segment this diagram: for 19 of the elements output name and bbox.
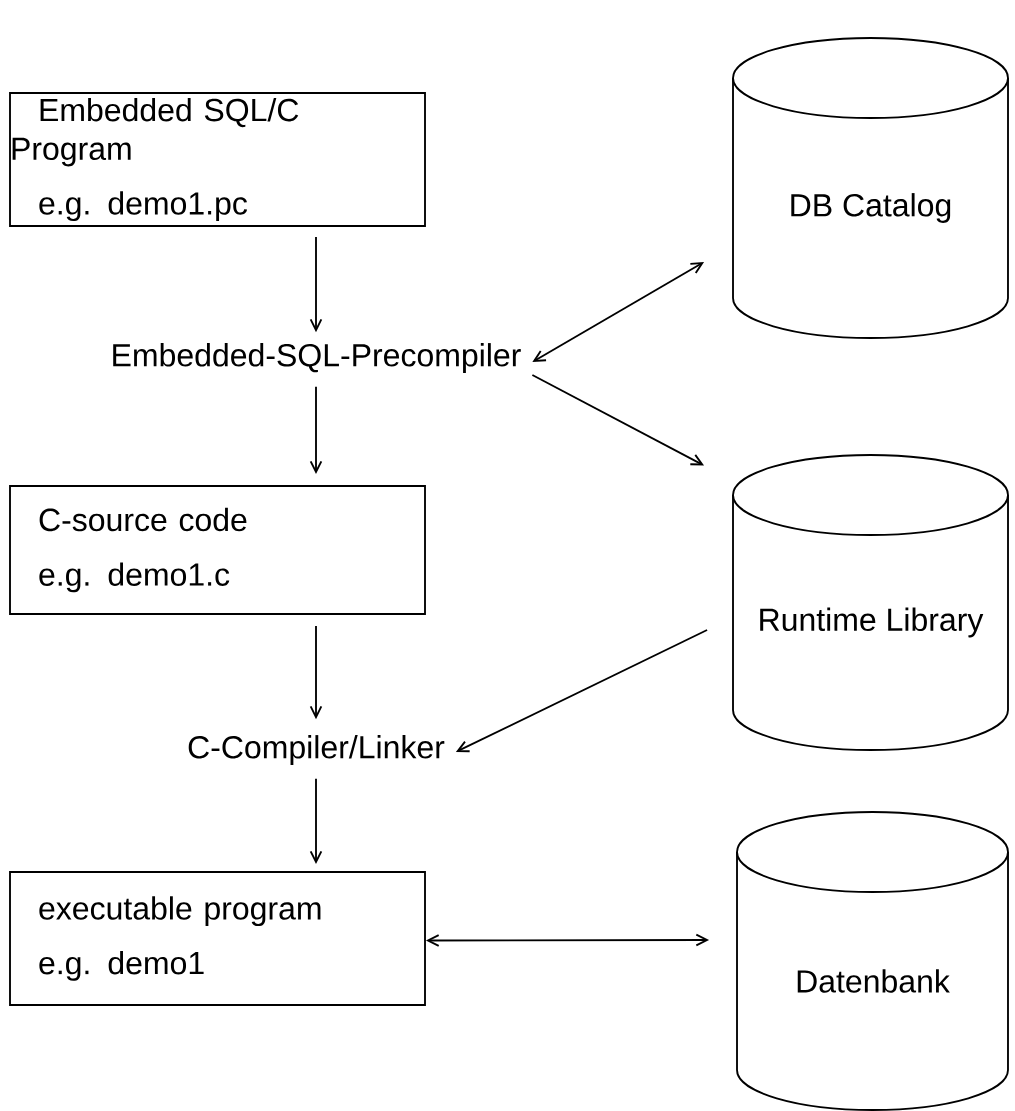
process-label: C-Compiler/Linker xyxy=(188,735,445,765)
process-box: Embedded SQL/C Program e.g. demo1.pc xyxy=(9,92,426,227)
arrow xyxy=(309,236,323,333)
node-label: Datenbank xyxy=(797,969,950,993)
process-box: C-source code e.g. demo1.c xyxy=(9,485,426,615)
arrow xyxy=(309,385,323,475)
node-label: Runtime Library xyxy=(760,607,984,638)
node-label: DB Catalog xyxy=(791,193,951,223)
arrow xyxy=(309,625,323,720)
arrow xyxy=(531,374,705,466)
database-cylinder: Datenbank xyxy=(736,811,1009,1111)
arrow xyxy=(309,777,323,865)
database-cylinder: Runtime Library xyxy=(732,454,1009,751)
arrow xyxy=(425,933,710,947)
arrow xyxy=(455,629,708,753)
database-cylinder: DB Catalog xyxy=(732,37,1009,339)
process-box: executable program e.g. demo1 xyxy=(9,871,426,1006)
process-label: Embedded-SQL-Precompiler xyxy=(113,343,521,373)
arrow xyxy=(532,262,705,362)
